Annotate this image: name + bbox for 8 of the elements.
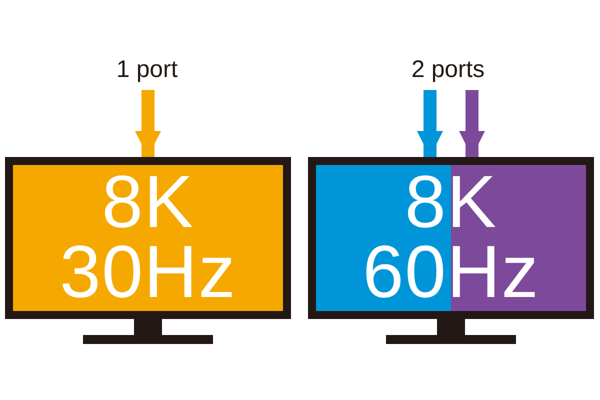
arrow [417,90,443,157]
port-label: 1 port [97,56,197,86]
port-label: 2 ports [398,56,498,86]
monitor-screen [5,157,291,319]
arrow [459,90,485,157]
arrow [135,90,161,157]
resolution-text: 8K 30Hz [58,165,238,307]
monitor-screen [308,157,594,319]
